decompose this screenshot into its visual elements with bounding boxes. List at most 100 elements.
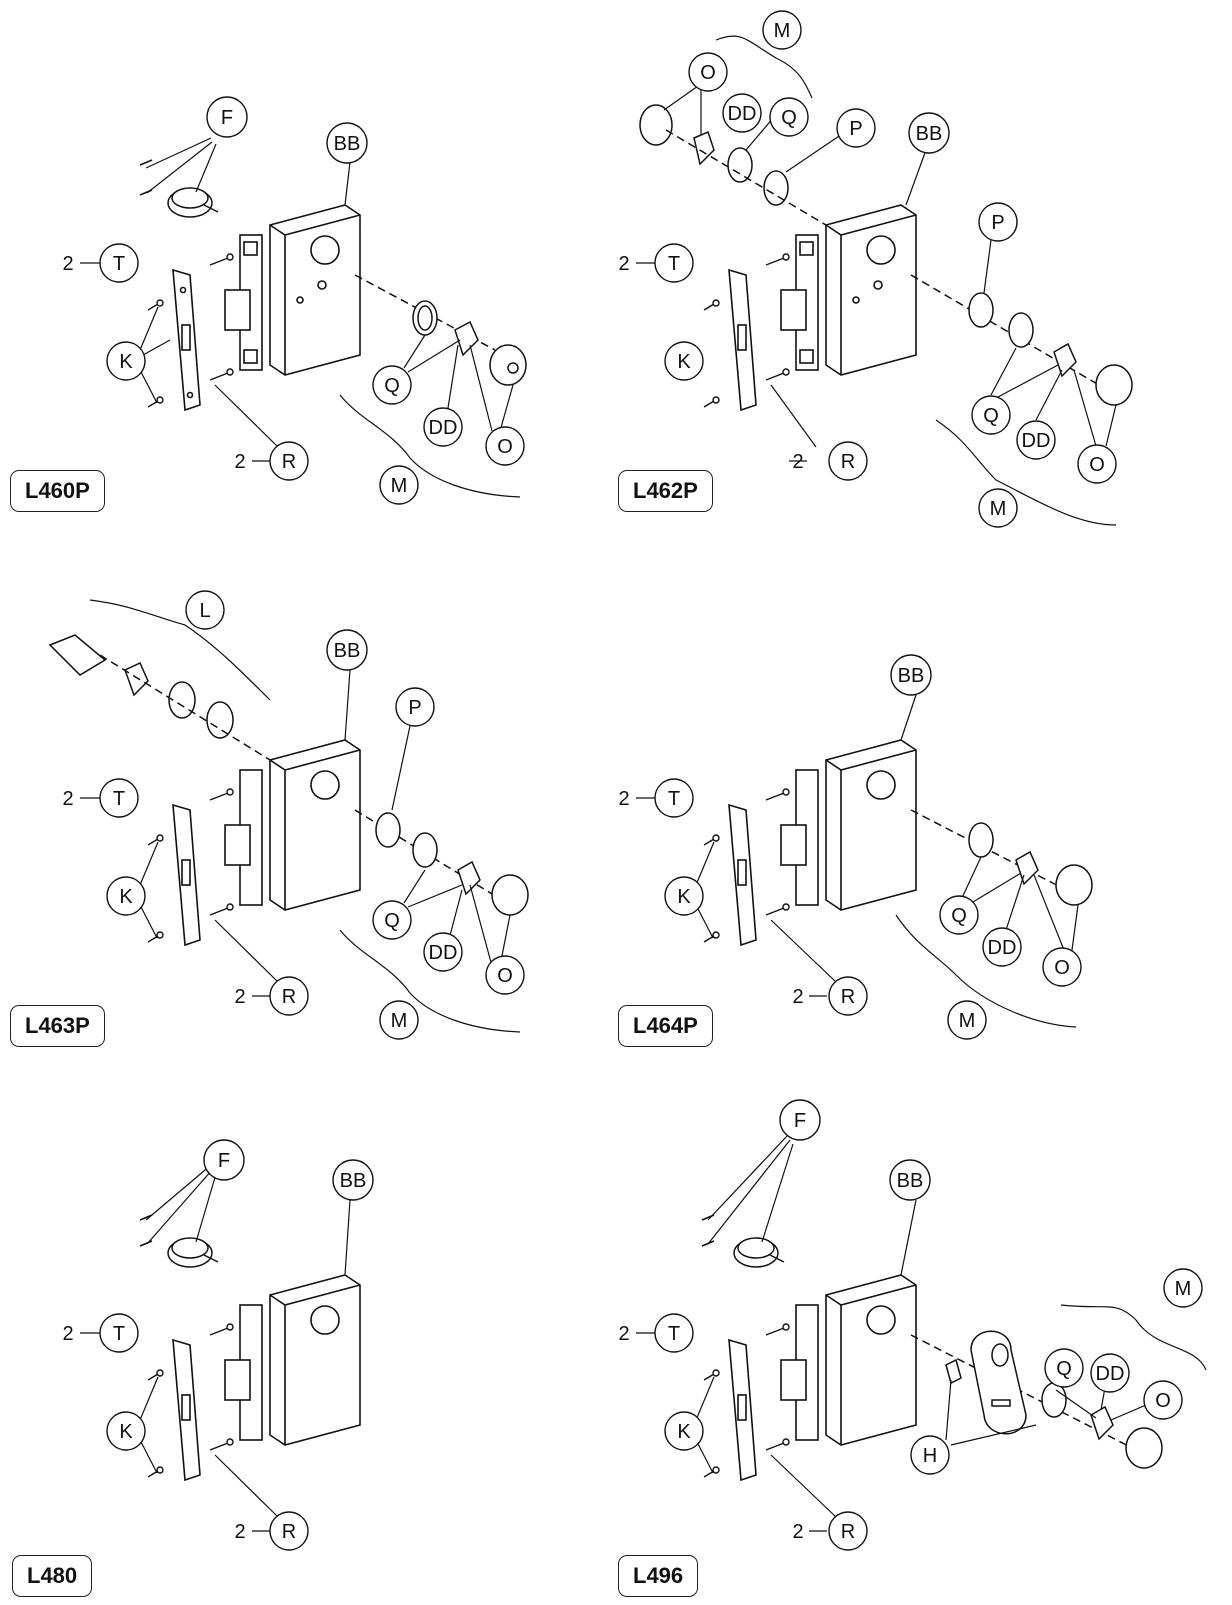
callout-BB-label: BB (340, 1170, 367, 1192)
callout-R (828, 1511, 868, 1551)
callout-Q (1044, 1348, 1084, 1388)
callout-P-top-label: P (849, 118, 862, 140)
callout-P (395, 687, 435, 727)
callout-F-label: F (218, 1150, 230, 1172)
lever-cylinder-parts (48, 634, 271, 761)
thumbturn-assembly (139, 159, 219, 218)
callout-K-label: K (119, 1421, 133, 1443)
panel-l460p: F BB T 2 K R 2 Q DD O M L460P (0, 0, 616, 535)
callout-O-top (688, 52, 728, 92)
callout-BB-label: BB (898, 665, 925, 687)
callout-R-qty: 2 (792, 986, 803, 1008)
callout-L-label: L (199, 600, 210, 622)
callout-O-label: O (1155, 1390, 1171, 1412)
callout-T-label: T (668, 788, 680, 810)
callout-F (203, 1139, 245, 1181)
callout-T-qty: 2 (62, 1323, 73, 1345)
callout-M-label: M (1175, 1278, 1192, 1300)
panel-l496: F BB M Q DD O H T 2 K R 2 L496 (616, 1070, 1232, 1605)
callout-O-label: O (497, 965, 513, 987)
callout-O-label: O (1089, 454, 1105, 476)
diagram-l462p: M O DD Q P BB P T 2 K R 2 Q DD O M (618, 10, 1133, 528)
callout-K (106, 1411, 146, 1451)
callout-O (1077, 444, 1117, 484)
callouts (99, 96, 525, 505)
callout-R (828, 441, 868, 481)
callout-F (779, 1099, 821, 1141)
callout-T (654, 243, 694, 283)
thumbturn-assembly (701, 1214, 785, 1268)
callout-T-qty: 2 (62, 788, 73, 810)
leader-lines (636, 35, 1117, 526)
callout-K-label: K (677, 886, 691, 908)
callout-K (664, 341, 704, 381)
callout-M-top-label: M (774, 20, 791, 42)
callout-M (379, 465, 419, 505)
callout-T (654, 1313, 694, 1353)
callout-BB-label: BB (334, 640, 361, 662)
callout-R-label: R (282, 1521, 296, 1543)
callout-DD-label: DD (988, 937, 1017, 959)
mortise-lock-body (224, 204, 361, 376)
callout-T (99, 778, 139, 818)
thumbturn-assembly (139, 1214, 219, 1268)
callout-BB (326, 629, 368, 671)
callout-K (106, 876, 146, 916)
callout-DD (423, 932, 463, 972)
callout-M-label: M (391, 475, 408, 497)
mortise-lock-body (780, 204, 917, 376)
panel-l463p: L BB P T 2 K R 2 Q DD O M L463P (0, 535, 616, 1070)
callout-M (947, 1000, 987, 1040)
callout-R-label: R (841, 1521, 855, 1543)
model-label: L496 (618, 1555, 699, 1597)
mortise-lock-body (780, 739, 917, 911)
callout-BB (889, 1159, 931, 1201)
model-label: L463P (10, 1005, 105, 1047)
callout-DD-label: DD (1022, 430, 1051, 452)
callout-Q (372, 900, 412, 940)
callout-T-label: T (113, 788, 125, 810)
callout-Q (372, 365, 412, 405)
callout-Q-label: Q (983, 405, 999, 427)
inside-cylinder-parts (910, 274, 1133, 406)
callout-R (828, 976, 868, 1016)
mounting-screws (147, 1323, 234, 1478)
callout-F (206, 96, 248, 138)
panel-l462p: M O DD Q P BB P T 2 K R 2 Q DD O M L462P (616, 0, 1232, 535)
callout-BB-label: BB (334, 133, 361, 155)
callout-DD (423, 407, 463, 447)
callout-R-label: R (282, 451, 296, 473)
leader-lines (80, 1164, 351, 1532)
callout-DD-label: DD (429, 417, 458, 439)
cylinder-parts (354, 274, 527, 386)
callout-O-label: O (497, 436, 513, 458)
callout-BB-label: BB (897, 1170, 924, 1192)
strike-plate (728, 1338, 757, 1482)
callout-M (379, 1000, 419, 1040)
outside-cylinder-parts (639, 104, 827, 226)
callout-DD-label: DD (1096, 1363, 1125, 1385)
model-label: L462P (618, 470, 713, 512)
callout-H (910, 1435, 950, 1475)
leader-lines (80, 137, 521, 498)
callout-BB (890, 654, 932, 696)
callout-R (269, 976, 309, 1016)
callout-T-qty: 2 (618, 253, 629, 275)
escutcheon-cylinder-parts (910, 1330, 1163, 1469)
callout-Q (939, 895, 979, 935)
callout-DD-label: DD (429, 942, 458, 964)
callout-DD-top-label: DD (728, 103, 757, 125)
callout-K (664, 876, 704, 916)
callout-T-label: T (113, 1323, 125, 1345)
callout-M-label: M (959, 1010, 976, 1032)
diagram-l496: F BB M Q DD O H T 2 K R 2 (618, 1099, 1207, 1551)
callout-T (99, 1313, 139, 1353)
callout-R (269, 1511, 309, 1551)
callout-R-qty: 2 (234, 1521, 245, 1543)
callout-T-qty: 2 (618, 1323, 629, 1345)
model-label: L464P (618, 1005, 713, 1047)
leader-lines (636, 1134, 1207, 1532)
diagram-l460p: F BB T 2 K R 2 Q DD O M (62, 96, 527, 505)
callout-O (1042, 947, 1082, 987)
callout-K-label: K (119, 351, 133, 373)
